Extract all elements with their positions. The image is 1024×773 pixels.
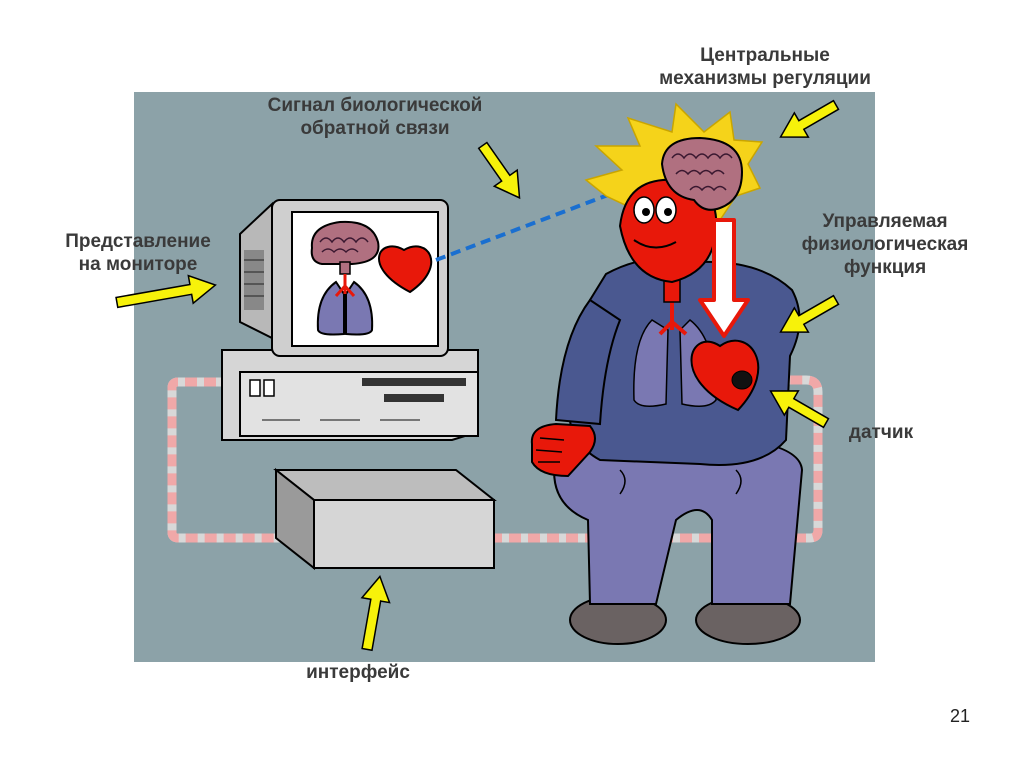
yellow-arrow-icon — [779, 294, 840, 333]
label-sensor: датчик — [848, 422, 914, 443]
label-controlled-function: Управляемая физиологическая функция — [801, 211, 969, 278]
heart-icon — [378, 245, 433, 294]
yellow-arrow-icon — [779, 99, 840, 138]
page-number: 21 — [949, 706, 970, 726]
yellow-arrow-icon — [769, 390, 830, 429]
yellow-arrow-icon — [477, 141, 521, 200]
lungs-icon — [316, 274, 374, 336]
sensor-cable — [167, 375, 823, 543]
brain-icon — [310, 220, 380, 275]
yellow-arrow-icon — [360, 575, 391, 652]
label-interface: интерфейс — [306, 662, 410, 683]
person — [530, 102, 804, 645]
label-biofeedback-signal: Сигнал биологической обратной связи — [267, 95, 483, 139]
label-central-mechanisms: Центральные механизмы регуляции — [659, 45, 871, 89]
yellow-arrow-icon — [115, 274, 217, 309]
label-monitor-display: Представление на мониторе — [65, 231, 211, 275]
computer-case — [221, 349, 479, 441]
interface-box — [273, 467, 497, 571]
